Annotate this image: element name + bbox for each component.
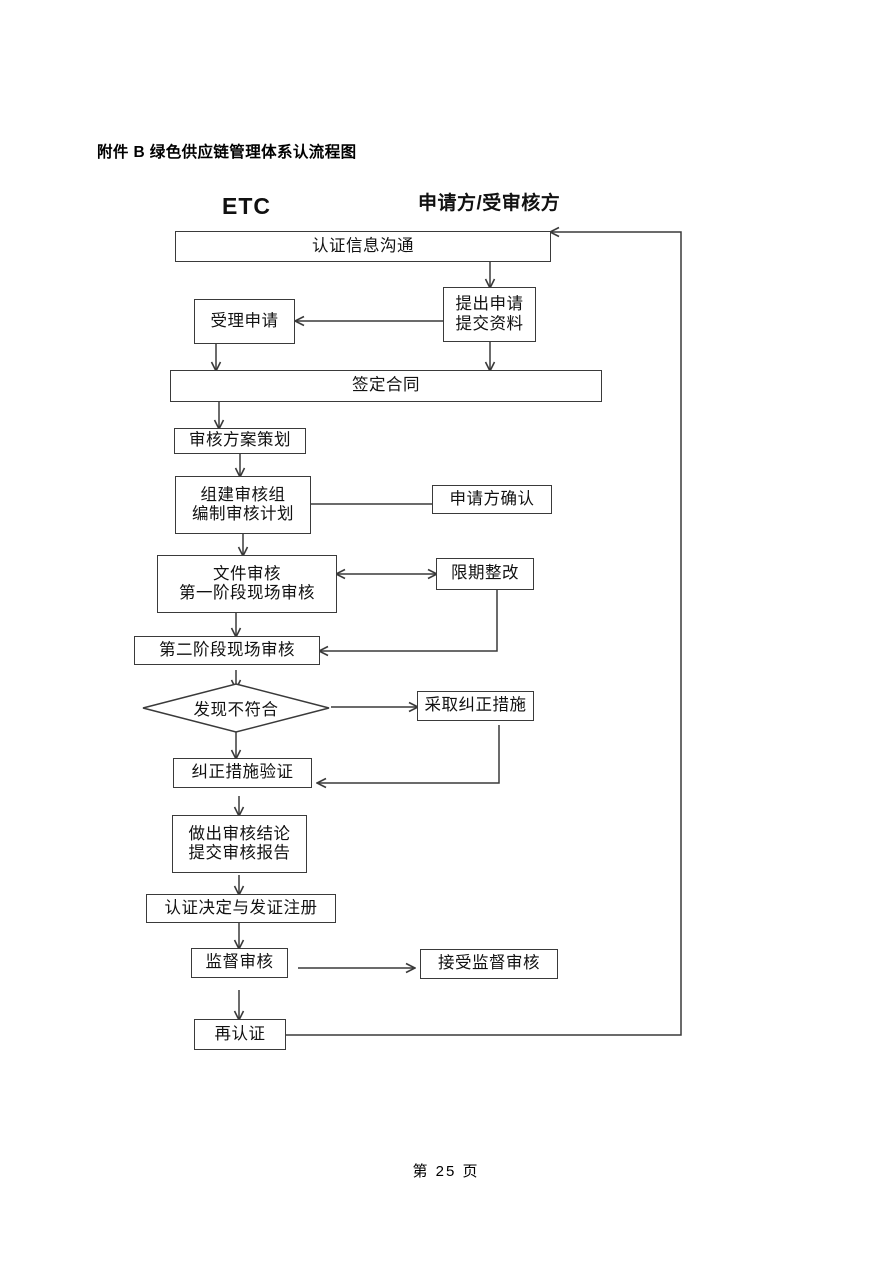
flowchart-edges (0, 170, 682, 1036)
lane-label-applicant-part1: 申请方 (418, 193, 477, 214)
lane-label-applicant: 申请方/受审核方 (418, 188, 560, 215)
node-submit-application: 提出申请 提交资料 (443, 287, 536, 342)
lane-label-etc: ETC (222, 193, 271, 219)
node-label: 认证信息沟通 (312, 236, 414, 255)
node-accept-surveillance-audit: 接受监督审核 (420, 949, 558, 979)
diamond-shape (142, 683, 330, 733)
node-label: 限期整改 (451, 564, 519, 583)
node-label: 采取纠正措施 (424, 696, 527, 715)
node-label-line1: 做出审核结论 (188, 824, 291, 843)
node-verify-corrective-action: 纠正措施验证 (173, 758, 312, 788)
node-label-line2: 提交资料 (455, 314, 524, 333)
node-label: 第二阶段现场审核 (159, 640, 295, 659)
node-label-line2: 第一阶段现场审核 (179, 584, 315, 602)
flowchart: ETC 申请方/受审核方 认证信息沟通 提出申请 提交资料 受理申请 签定合同 … (0, 170, 892, 1050)
node-label: 纠正措施验证 (191, 763, 294, 782)
node-stage2-onsite-audit: 第二阶段现场审核 (134, 636, 320, 665)
node-certification-info-communication: 认证信息沟通 (175, 231, 551, 262)
page-title: 附件 B 绿色供应链管理体系认流程图 (97, 144, 357, 161)
node-label-line2: 提交审核报告 (188, 844, 291, 862)
node-label: 受理申请 (210, 311, 279, 330)
node-take-corrective-action: 采取纠正措施 (417, 691, 534, 721)
node-sign-contract: 签定合同 (170, 370, 602, 402)
node-time-limited-rectification: 限期整改 (436, 558, 534, 590)
node-label-line2: 编制审核计划 (192, 505, 294, 523)
lane-label-applicant-part2: 受审核方 (482, 193, 561, 214)
node-label-line1: 提出申请 (455, 295, 524, 314)
node-audit-program-planning: 审核方案策划 (174, 428, 306, 454)
node-certification-decision-registration: 认证决定与发证注册 (146, 894, 336, 923)
node-audit-conclusion-report: 做出审核结论 提交审核报告 (172, 815, 307, 873)
node-label: 认证决定与发证注册 (164, 898, 318, 917)
node-accept-application: 受理申请 (194, 299, 295, 344)
node-label: 再认证 (214, 1024, 266, 1043)
node-label-line1: 文件审核 (213, 564, 281, 583)
node-label: 审核方案策划 (189, 431, 291, 450)
node-form-audit-team: 组建审核组 编制审核计划 (175, 476, 311, 534)
node-document-review-stage1: 文件审核 第一阶段现场审核 (157, 555, 337, 613)
node-nonconformity-found: 发现不符合 (141, 682, 331, 734)
node-label: 发现不符合 (193, 701, 279, 719)
node-label-line1: 组建审核组 (200, 485, 286, 504)
node-label: 接受监督审核 (438, 954, 540, 973)
node-label: 监督审核 (205, 953, 274, 972)
lane-label-separator: / (476, 193, 483, 214)
node-applicant-confirmation: 申请方确认 (432, 485, 552, 514)
node-recertification: 再认证 (194, 1019, 286, 1050)
node-label: 签定合同 (352, 376, 420, 395)
node-surveillance-audit: 监督审核 (191, 948, 288, 978)
node-label: 申请方确认 (449, 489, 535, 508)
page-footer: 第 25 页 (412, 1163, 480, 1180)
